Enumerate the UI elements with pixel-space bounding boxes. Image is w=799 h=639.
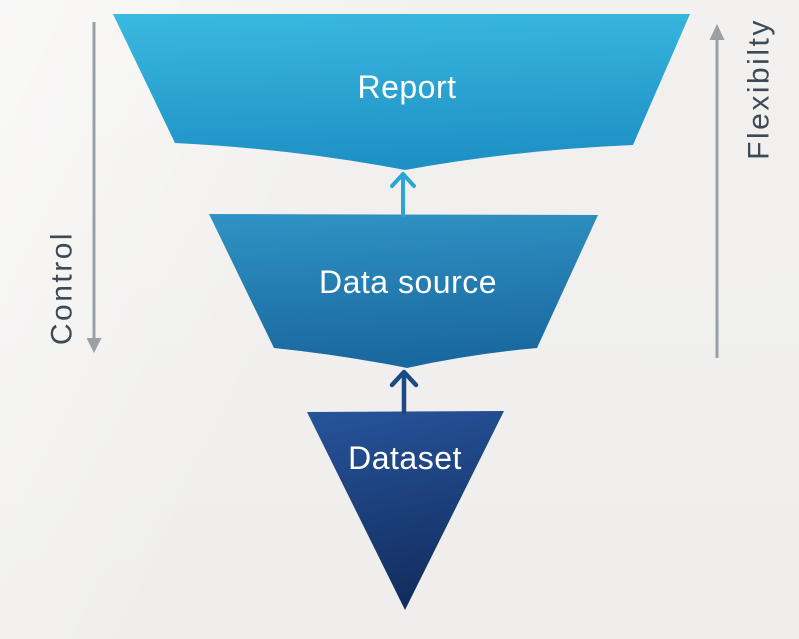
control-axis-label: Control — [46, 231, 79, 345]
report-label: Report — [357, 69, 456, 105]
flexibility-axis-label: Flexibilty — [743, 18, 776, 160]
data-source-label: Data source — [319, 264, 497, 300]
datasource-to-report-up-arrow-icon — [390, 172, 416, 217]
control-axis: Control — [46, 22, 102, 353]
control-down-arrow-icon — [86, 22, 102, 353]
dataset-to-datasource-up-arrow-icon — [389, 369, 419, 415]
funnel-layer-report — [113, 14, 690, 170]
flexibility-up-arrow-icon — [709, 24, 725, 358]
funnel-layer-dataset — [307, 411, 504, 610]
flexibility-axis: Flexibilty — [709, 18, 776, 358]
dataset-label: Dataset — [348, 440, 462, 476]
funnel-layer-data-source — [209, 214, 598, 368]
